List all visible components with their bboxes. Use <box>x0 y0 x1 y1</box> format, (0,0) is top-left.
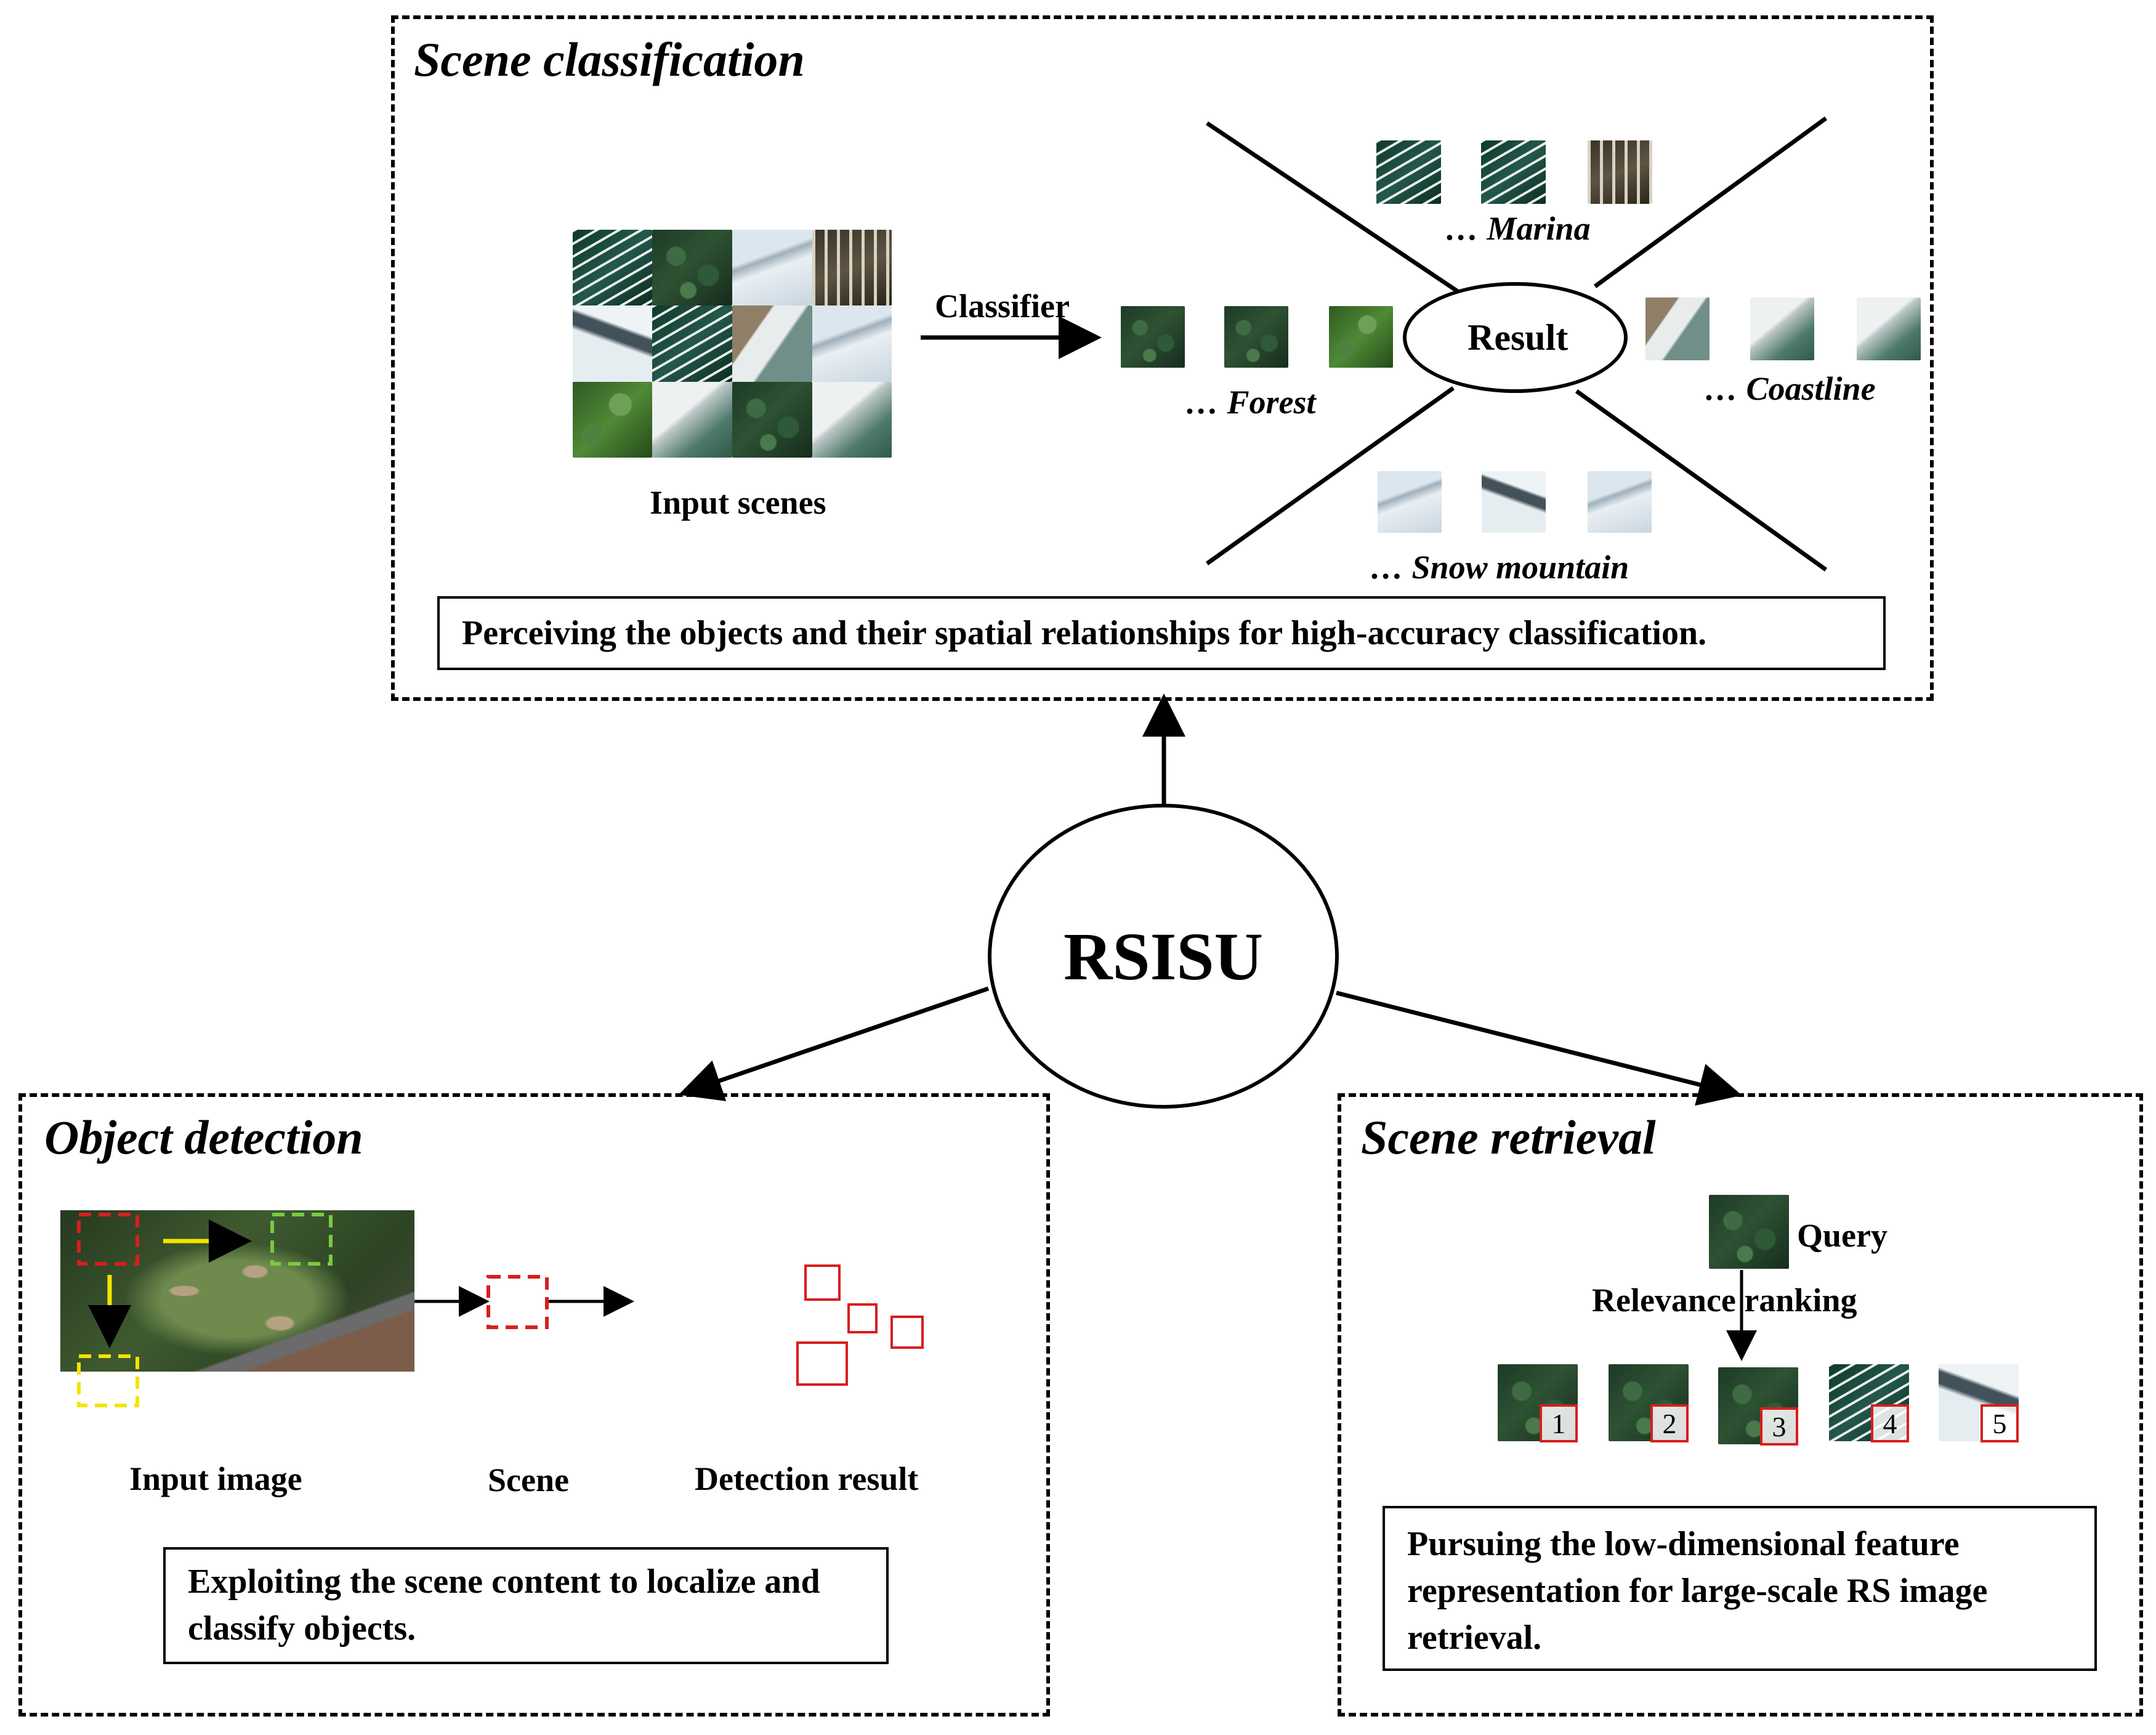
scene-classification-panel <box>391 15 1934 701</box>
detection-box-2 <box>847 1303 878 1333</box>
arrow-to-object-detection <box>678 986 990 1101</box>
snow-mountain-thumb-2 <box>1482 471 1546 533</box>
rank-badge-5: 5 <box>1980 1404 2019 1442</box>
scene-retrieval-description: Pursuing the low-dimensional feature rep… <box>1383 1506 2097 1671</box>
scene-label: Scene <box>488 1462 569 1498</box>
detection-result-label: Detection result <box>695 1460 919 1497</box>
scene-crop-box <box>487 1275 549 1329</box>
coastline-thumb-3 <box>1857 297 1921 360</box>
scene-classification-title: Scene classification <box>414 33 805 86</box>
object-detection-title: Object detection <box>44 1110 363 1164</box>
classifier-label: Classifier <box>935 288 1070 325</box>
rank-badge-3: 3 <box>1760 1407 1798 1446</box>
snow-mountain-thumb-3 <box>1588 471 1652 533</box>
input-scenes-mosaic <box>573 230 892 458</box>
result-line-top-right <box>1593 116 1828 288</box>
object-detection-description: Exploiting the scene content to localize… <box>163 1547 889 1664</box>
snow-mountain-thumb-1 <box>1378 471 1442 533</box>
red-window-box <box>77 1213 139 1266</box>
coastline-thumb-1 <box>1645 297 1710 360</box>
forest-thumb-2 <box>1224 306 1288 368</box>
arrow-to-scene-retrieval <box>1336 990 1742 1106</box>
query-label: Query <box>1797 1217 1888 1254</box>
detection-box-1 <box>804 1264 841 1301</box>
detection-box-3 <box>890 1316 924 1349</box>
scene-classification-description: Perceiving the objects and their spatial… <box>437 596 1886 670</box>
relevance-ranking-label: Relevance ranking <box>1592 1282 1857 1319</box>
rsisu-node <box>988 804 1339 1109</box>
rank-badge-2: 2 <box>1650 1404 1689 1442</box>
marina-label: … Marina <box>1445 210 1591 247</box>
rank-badge-4: 4 <box>1871 1404 1909 1442</box>
scene-retrieval-title: Scene retrieval <box>1361 1110 1656 1164</box>
green-window-box <box>270 1213 333 1266</box>
result-label: Result <box>1468 317 1569 358</box>
yellow-window-box <box>77 1354 139 1407</box>
forest-thumb-3 <box>1329 306 1393 368</box>
input-scenes-label: Input scenes <box>650 484 826 521</box>
rsisu-label: RSISU <box>1063 919 1264 994</box>
rank-badge-1: 1 <box>1540 1404 1578 1442</box>
marina-thumb-3 <box>1588 140 1652 204</box>
marina-thumb-2 <box>1481 140 1546 204</box>
scene-retrieval-panel <box>1338 1093 2143 1717</box>
result-line-bottom-right <box>1575 389 1828 572</box>
forest-thumb-1 <box>1121 306 1185 368</box>
result-line-top-left <box>1206 121 1461 294</box>
coastline-label: … Coastline <box>1705 370 1876 407</box>
result-node <box>1403 282 1628 393</box>
marina-thumb-1 <box>1376 140 1441 204</box>
forest-label: … Forest <box>1185 384 1316 421</box>
result-line-bottom-left <box>1205 386 1455 565</box>
detection-box-4 <box>796 1341 848 1386</box>
query-image <box>1709 1195 1789 1269</box>
coastline-thumb-2 <box>1750 297 1814 360</box>
object-detection-panel <box>18 1093 1050 1717</box>
snow-mountain-label: … Snow mountain <box>1370 549 1629 586</box>
input-image-label: Input image <box>129 1460 302 1497</box>
